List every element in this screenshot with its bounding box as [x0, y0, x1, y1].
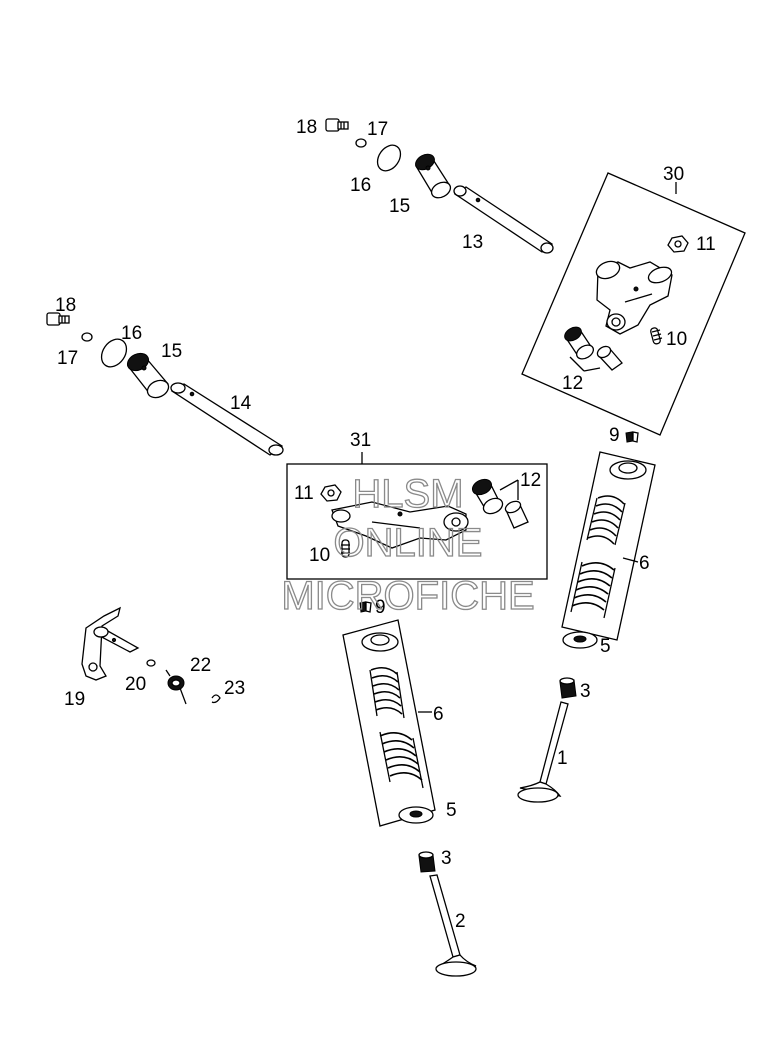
- valve-seal-3-left: [418, 851, 436, 873]
- label-3-left: 3: [441, 848, 452, 869]
- watermark: HLSM ONLINE MICROFICHE: [281, 471, 536, 618]
- label-23: 23: [224, 678, 245, 699]
- label-17-top: 17: [367, 119, 388, 140]
- spring-seat-5-right: [562, 631, 598, 649]
- decompression-parts: 19 20 22 23: [64, 606, 245, 710]
- bushing-15-mid: [126, 352, 170, 399]
- shaft-13: [453, 185, 554, 254]
- watermark-line-2: ONLINE: [334, 521, 483, 565]
- valve-1: [517, 701, 569, 803]
- label-12-top: 12: [562, 373, 583, 394]
- label-12-mid: 12: [520, 470, 541, 491]
- inner-spring-right: [586, 495, 626, 546]
- o-ring-16-mid: [100, 338, 128, 368]
- o-ring-16-top: [376, 144, 402, 172]
- label-15-mid: 15: [161, 341, 182, 362]
- middle-shaft-assembly: 18 16 17 15 14: [46, 295, 284, 456]
- label-6-left: 6: [433, 704, 444, 725]
- label-5-right: 5: [600, 636, 611, 657]
- outer-spring-right: [570, 561, 616, 619]
- label-16-top: 16: [350, 175, 371, 196]
- collets-9-left: [359, 601, 372, 613]
- label-18-mid: 18: [55, 295, 76, 316]
- label-14: 14: [230, 393, 252, 414]
- label-11-top: 11: [696, 234, 716, 255]
- screw-18-top: [325, 118, 349, 132]
- shaft-14: [170, 382, 284, 456]
- ring-20: [146, 659, 156, 667]
- bushing-12-top: [564, 326, 623, 371]
- label-6-right: 6: [639, 553, 650, 574]
- washer-17-top: [355, 138, 367, 148]
- bushing-12-mid: [471, 478, 529, 529]
- nut-11-mid: [320, 484, 342, 502]
- retainer-right: [609, 460, 647, 480]
- valve-spring-kit-right: 9 6 5 3: [517, 425, 656, 803]
- label-13: 13: [462, 232, 483, 253]
- outer-spring-left: [379, 731, 424, 789]
- spring-22: [165, 669, 187, 705]
- top-shaft-assembly: 18 17 16 15 13: [296, 117, 554, 254]
- label-5-left: 5: [446, 800, 457, 821]
- bushing-15-top: [415, 153, 452, 199]
- shaft-19: [81, 606, 140, 681]
- label-20: 20: [125, 674, 146, 695]
- pin-10-mid: [341, 539, 350, 558]
- label-2: 2: [455, 911, 466, 932]
- pin-10-top: [650, 327, 663, 345]
- label-11-mid: 11: [294, 483, 314, 504]
- label-17-mid: 17: [57, 348, 78, 369]
- label-9-left: 9: [375, 597, 386, 618]
- valve-spring-kit-left: 9 6 5 3: [342, 597, 477, 977]
- label-15-top: 15: [389, 196, 410, 217]
- clip-23: [211, 694, 221, 704]
- label-1: 1: [557, 748, 568, 769]
- collets-9-right: [625, 431, 639, 443]
- label-30: 30: [663, 164, 684, 185]
- nut-11-top: [667, 235, 689, 253]
- screw-18-mid: [46, 312, 70, 326]
- label-16-mid: 16: [121, 323, 142, 344]
- rocker-arm-30: [595, 260, 673, 335]
- rocker-arm-31: [331, 501, 469, 549]
- spring-seat-5-left: [398, 806, 434, 824]
- watermark-line-1: HLSM: [352, 472, 463, 516]
- rocker-kit-30: 30 11 10: [521, 164, 746, 436]
- washer-17-mid: [81, 332, 93, 342]
- watermark-line-3: MICROFICHE: [281, 574, 534, 618]
- retainer-left: [361, 632, 399, 652]
- label-10-top: 10: [666, 329, 687, 350]
- label-10-mid: 10: [309, 545, 330, 566]
- label-19: 19: [64, 689, 85, 710]
- label-9-right: 9: [609, 425, 620, 446]
- inner-spring-left: [369, 666, 405, 719]
- label-18-top: 18: [296, 117, 317, 138]
- label-22: 22: [190, 655, 211, 676]
- label-3-right: 3: [580, 681, 591, 702]
- rocker-kit-31: 31 11 10 12: [286, 430, 548, 580]
- valve-2: [429, 874, 477, 977]
- valve-seal-3-right: [559, 677, 577, 699]
- label-31: 31: [350, 430, 371, 451]
